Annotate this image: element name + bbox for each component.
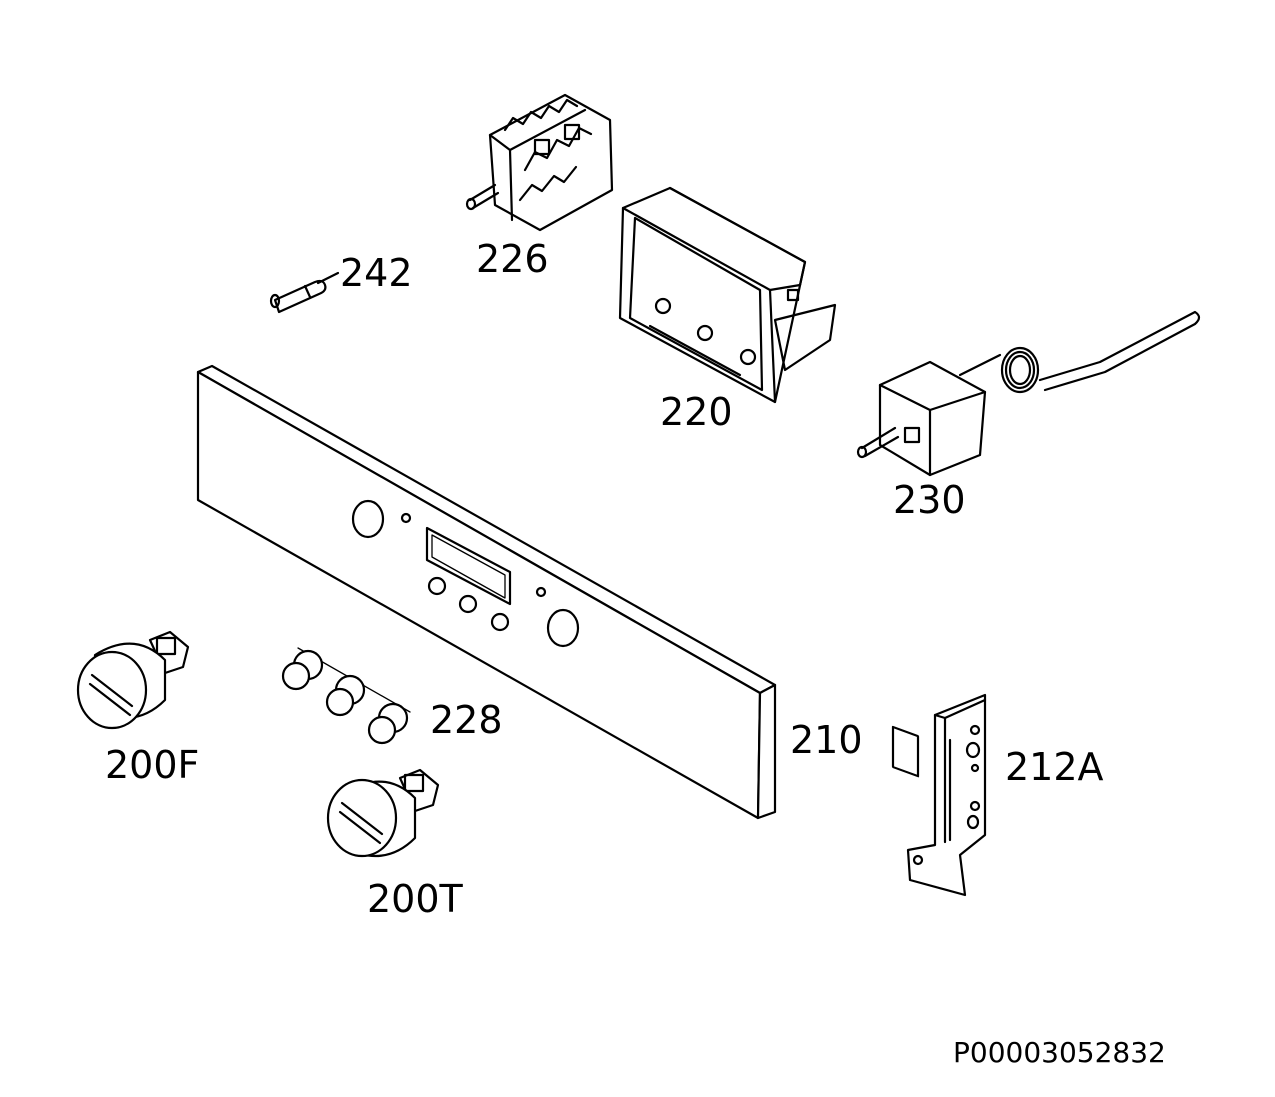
part-220-display-housing[interactable] [618, 186, 837, 404]
label-212A: 212A [1005, 745, 1104, 789]
label-200T: 200T [367, 877, 464, 921]
label-210: 210 [790, 718, 863, 762]
label-242: 242 [340, 251, 413, 295]
part-200F-function-knob[interactable] [76, 630, 190, 730]
label-228: 228 [430, 698, 503, 742]
part-228-push-buttons[interactable] [281, 647, 411, 745]
part-200T-thermostat-knob[interactable] [326, 768, 440, 858]
label-220: 220 [660, 390, 733, 434]
label-230: 230 [893, 478, 966, 522]
part-226-selector-switch[interactable] [465, 93, 614, 232]
document-id: P00003052832 [953, 1036, 1166, 1069]
label-200F: 200F [105, 743, 199, 787]
part-230-thermostat[interactable] [856, 310, 1201, 778]
part-210-control-panel[interactable] [196, 364, 777, 820]
part-242-lamp-pin[interactable] [269, 271, 340, 314]
label-226: 226 [476, 237, 549, 281]
part-212A-side-bracket[interactable] [906, 693, 987, 897]
